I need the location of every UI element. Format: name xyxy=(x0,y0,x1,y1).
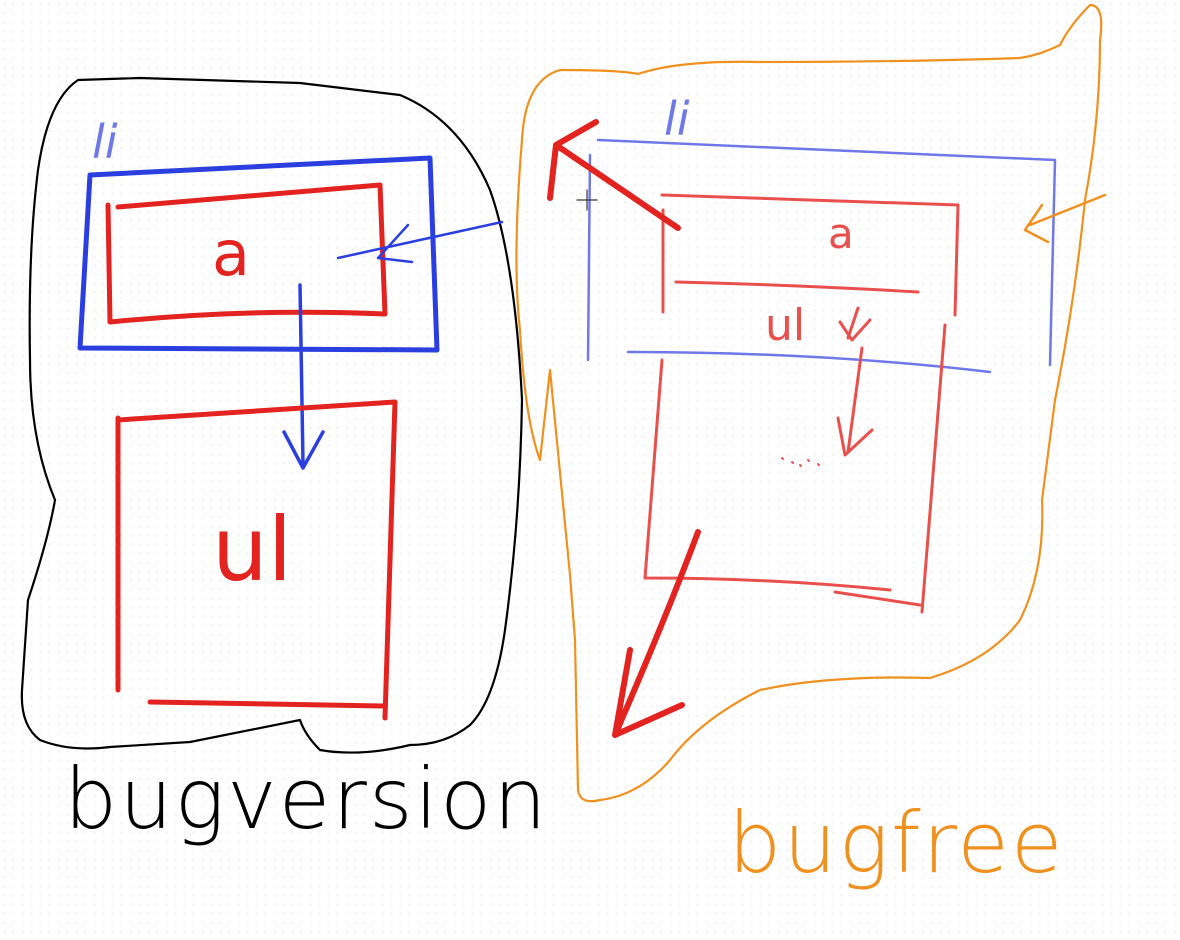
left-li-box xyxy=(77,155,440,353)
left-caption-bugversion: bugversion xyxy=(64,750,549,848)
right-ul-label: ul xyxy=(765,300,805,351)
right-red-arrow-bottom-left xyxy=(612,529,701,738)
left-ul-label: ul xyxy=(212,498,292,601)
right-a-box xyxy=(660,193,960,317)
left-black-outline xyxy=(20,76,524,754)
right-red-dots xyxy=(781,457,820,467)
right-red-arrow-top-left xyxy=(547,119,681,231)
left-li-label: li xyxy=(92,115,118,169)
left-down-arrow-a-to-ul xyxy=(282,283,325,470)
right-diagram-bugfree: li a ul bugfree xyxy=(515,3,1107,892)
right-caption-bugfree: bugfree xyxy=(728,794,1065,892)
right-cursor-mark xyxy=(576,189,598,211)
left-a-label: a xyxy=(212,217,250,290)
right-orange-outline xyxy=(515,3,1103,803)
right-ul-box xyxy=(643,323,947,614)
left-a-box xyxy=(105,182,388,325)
right-li-label: li xyxy=(664,92,690,146)
left-blue-arrow-to-a xyxy=(336,220,504,264)
left-diagram-bugversion: li a ul bugversion xyxy=(20,76,549,848)
right-down-arrows xyxy=(836,306,874,457)
right-orange-arrow-left xyxy=(1023,193,1107,244)
left-ul-box xyxy=(115,399,398,721)
right-li-box xyxy=(586,138,1057,374)
right-a-label: a xyxy=(828,209,854,258)
